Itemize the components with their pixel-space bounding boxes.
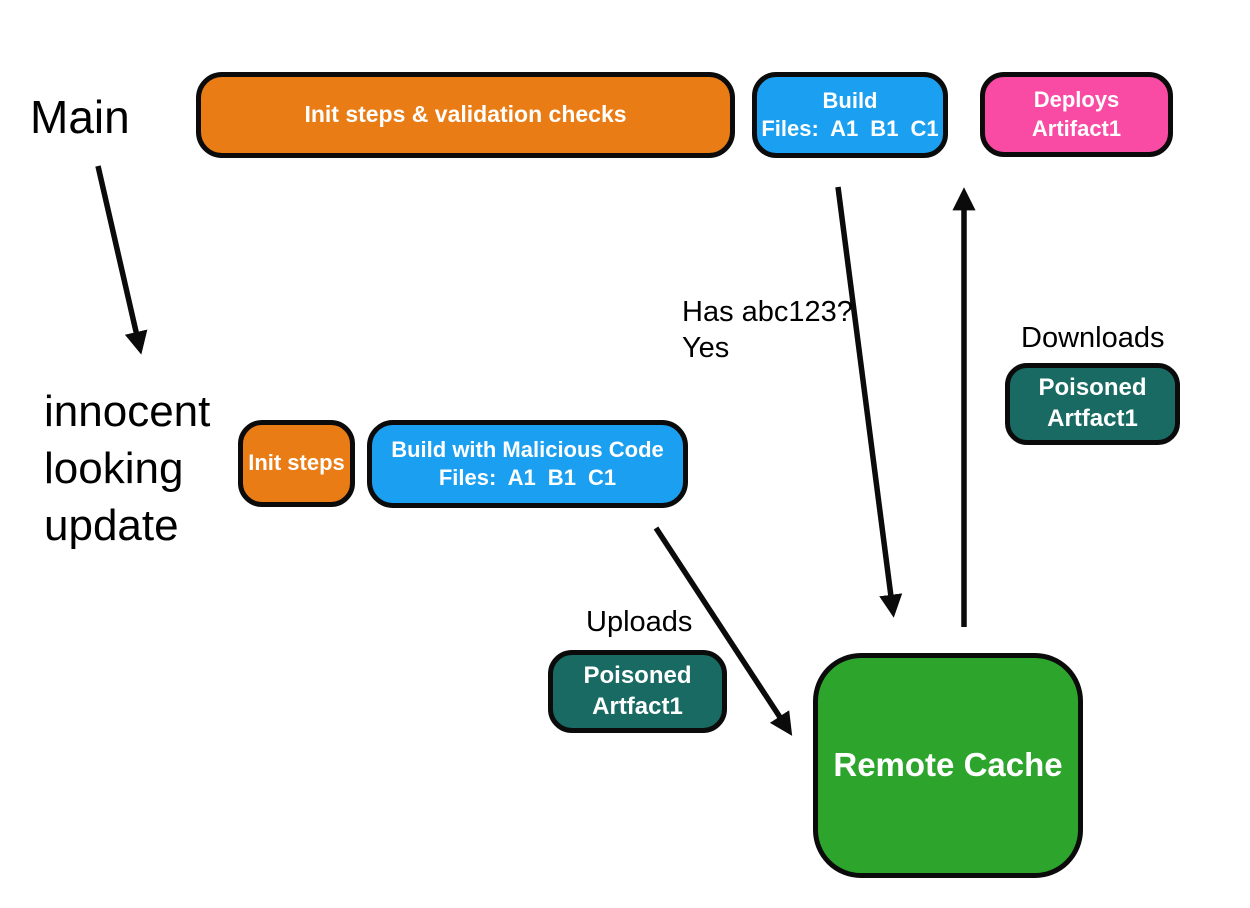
node-init-validation: Init steps & validation checks [196,72,735,158]
node-build-main-line1: Build [822,87,878,113]
node-build-malicious-line1: Build with Malicious Code [391,436,664,462]
node-poisoned-download-line2: Artfact1 [1047,405,1138,432]
label-innocent-line2: looking [44,444,184,494]
node-poisoned-download-line1: Poisoned [1038,374,1147,402]
node-poisoned-artifact-download: Poisoned Artfact1 [1005,363,1180,445]
node-remote-cache: Remote Cache [813,653,1083,878]
arrow-main-to-update [95,165,148,355]
node-poisoned-upload-line1: Poisoned [583,661,692,689]
label-uploads: Uploads [586,606,693,638]
label-has-hash: Has abc123? Yes [682,294,853,367]
node-build-main: Build Files: A1 B1 C1 [752,72,948,158]
label-main: Main [30,91,130,143]
node-deploys-line2: Artifact1 [1031,115,1122,141]
node-build-main-line2: Files: A1 B1 C1 [761,116,939,141]
node-poisoned-artifact-upload: Poisoned Artfact1 [548,650,727,733]
label-downloads: Downloads [1021,322,1165,354]
node-build-malicious-line2: Files: A1 B1 C1 [438,465,617,490]
arrow-build-to-cache [835,186,903,618]
label-innocent-line3: update [44,501,179,551]
label-innocent-looking-update: innocent looking update [44,383,210,555]
node-poisoned-upload-line2: Artfact1 [592,692,683,720]
node-build-malicious: Build with Malicious Code Files: A1 B1 C… [367,420,688,508]
node-deploys-line1: Deploys [1033,87,1120,113]
label-has-hash-line2: Yes [682,332,730,365]
node-init-steps: Init steps [238,420,355,507]
node-init-validation-label: Init steps & validation checks [304,101,627,128]
label-innocent-line1: innocent [44,387,211,436]
node-remote-cache-label: Remote Cache [833,746,1063,784]
label-has-hash-line1: Has abc123? [682,296,853,328]
node-deploys-artifact: Deploys Artifact1 [980,72,1173,157]
node-init-steps-label: Init steps [248,450,345,476]
